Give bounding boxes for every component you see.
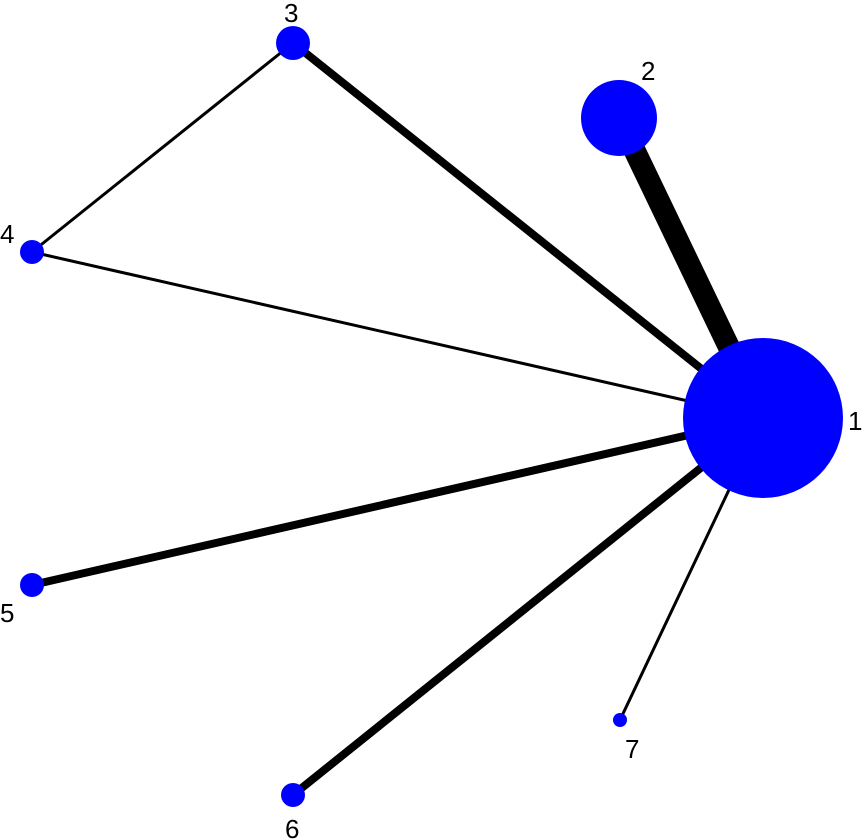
node-label-2: 2 (641, 56, 655, 86)
node-label-5: 5 (0, 598, 14, 628)
node-2 (581, 80, 657, 156)
node-3 (276, 26, 310, 60)
edge-1-6 (290, 414, 766, 799)
node-label-6: 6 (285, 814, 299, 840)
edge-1-5 (31, 414, 764, 589)
node-6 (281, 783, 305, 807)
edge-layer (31, 39, 773, 799)
edge-1-4 (31, 250, 764, 420)
node-5 (20, 573, 44, 597)
node-layer (20, 26, 843, 807)
edge-1-3 (290, 39, 766, 422)
node-7 (613, 713, 627, 727)
edge-3-4 (31, 41, 294, 254)
node-1 (683, 338, 843, 498)
node-4 (20, 240, 44, 264)
node-label-4: 4 (0, 219, 14, 249)
node-label-7: 7 (625, 734, 639, 764)
node-label-3: 3 (284, 0, 298, 28)
node-label-1: 1 (848, 406, 862, 436)
